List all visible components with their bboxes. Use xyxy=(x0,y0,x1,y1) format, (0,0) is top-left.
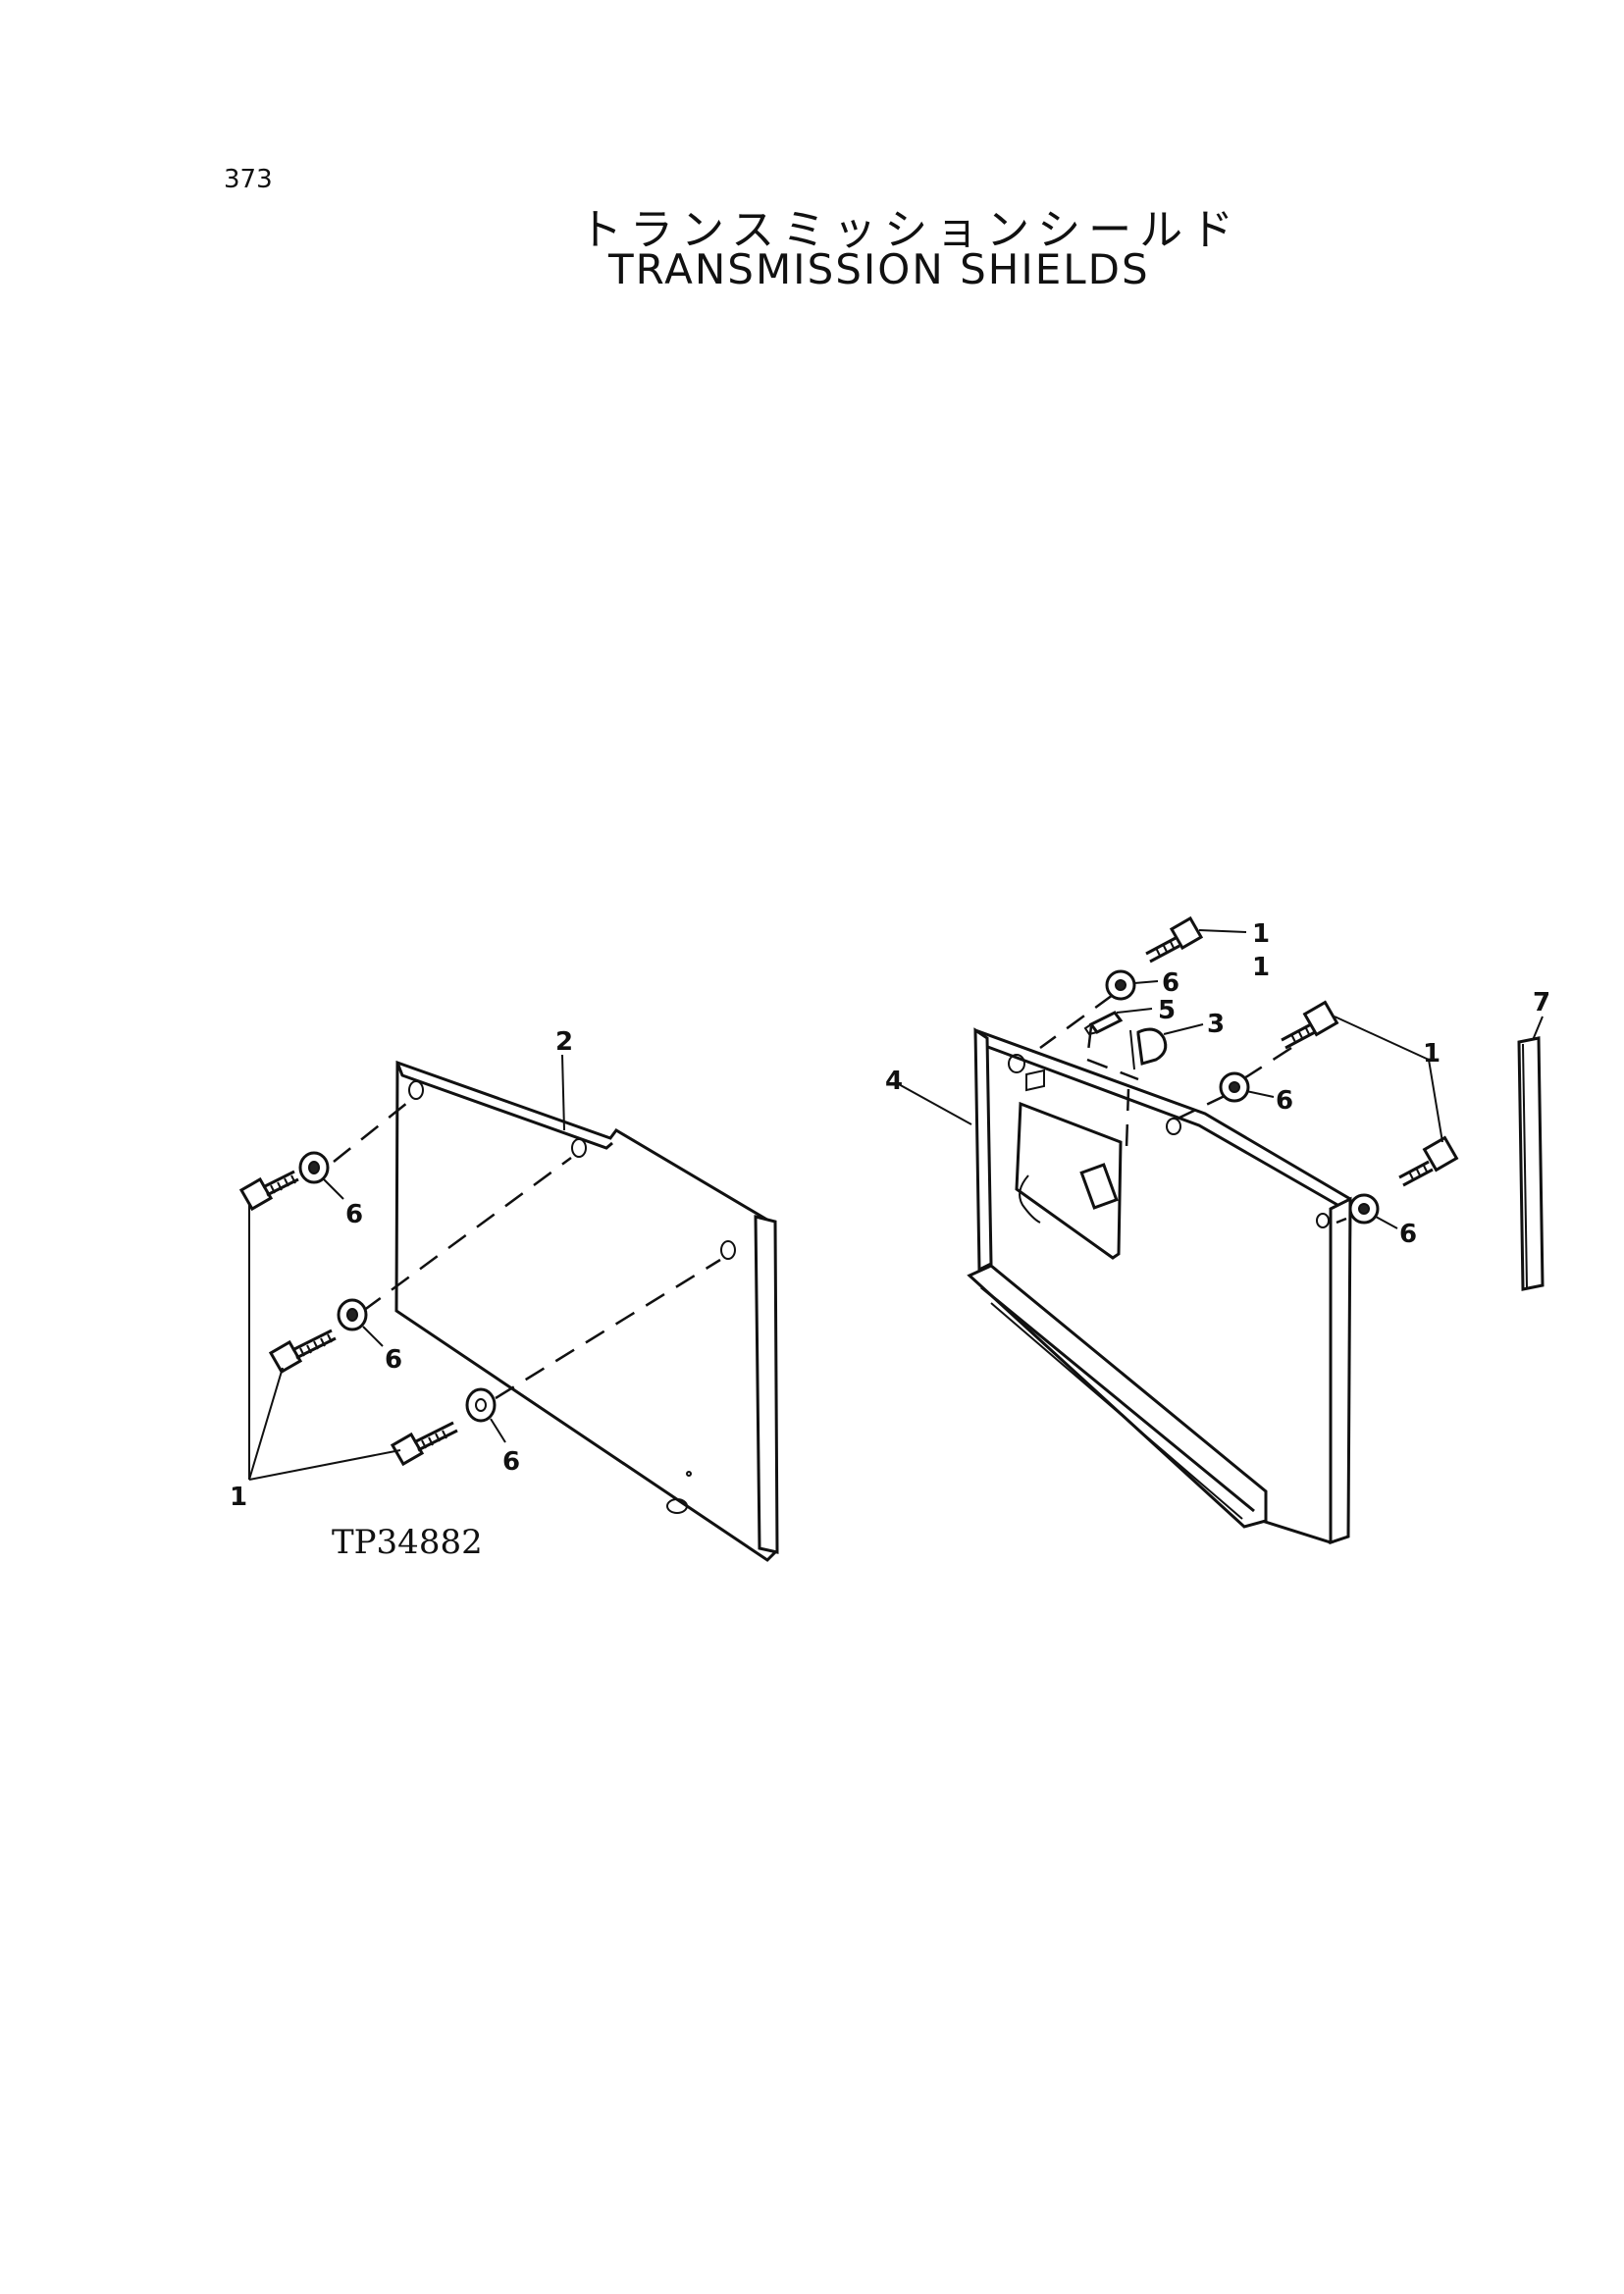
callout-left-bolts: 1 xyxy=(230,1483,247,1512)
callout-right-shield: 4 xyxy=(885,1067,903,1096)
left-shield xyxy=(394,1060,779,1562)
callout-right-stud: 5 xyxy=(1158,996,1176,1025)
right-clip xyxy=(1129,1027,1168,1070)
callout-left-washer-mid: 6 xyxy=(385,1345,402,1375)
callout-right-bolt-top-qty: 1 xyxy=(1252,953,1270,982)
right-bolt-upper xyxy=(1281,1000,1339,1050)
drawing-code: TP34882 xyxy=(332,1523,483,1562)
title-english: TRANSMISSION SHIELDS xyxy=(608,245,1150,293)
left-shield-hole-3 xyxy=(720,1240,736,1260)
right-shield-right-flange xyxy=(1329,1196,1352,1545)
left-assembly-lines xyxy=(333,1098,721,1400)
left-leader-lines xyxy=(248,1054,565,1481)
callout-left-washer-bottom: 6 xyxy=(502,1447,520,1477)
callout-seal-strip: 7 xyxy=(1533,988,1550,1017)
left-shield-hole-2 xyxy=(571,1138,587,1158)
left-washer-bottom xyxy=(465,1387,497,1423)
left-bolt-bottom xyxy=(390,1421,458,1467)
callout-right-clip: 3 xyxy=(1207,1010,1225,1039)
left-bolt-mid xyxy=(268,1329,337,1375)
callout-right-washer-mid: 6 xyxy=(1276,1086,1293,1116)
right-shield-clip-mount xyxy=(1025,1069,1045,1092)
left-bolt-top xyxy=(238,1170,299,1212)
right-shield-handle xyxy=(1019,1174,1041,1224)
callout-right-bolts: 1 xyxy=(1423,1039,1441,1069)
right-shield-latch xyxy=(1079,1163,1119,1210)
left-washers xyxy=(298,1151,497,1423)
callout-right-washer-lower: 6 xyxy=(1399,1220,1417,1249)
right-shield xyxy=(967,1027,1352,1545)
right-bolt-top xyxy=(1145,915,1204,964)
left-shield-notch xyxy=(666,1498,688,1514)
right-shield-access-plate xyxy=(1015,1101,1123,1260)
right-shield-left-flange xyxy=(973,1027,993,1273)
left-shield-rivet xyxy=(686,1471,692,1477)
right-assembly-lines xyxy=(1039,993,1347,1225)
left-shield-flange xyxy=(754,1215,779,1554)
title-japanese: トランスミッションシールド xyxy=(579,205,1242,255)
right-leader-lines xyxy=(896,929,1544,1229)
left-bolts xyxy=(238,1170,458,1467)
left-shield-panel xyxy=(394,1060,777,1562)
callout-right-washer-top: 6 xyxy=(1162,968,1179,998)
page-number: 373 xyxy=(224,165,273,194)
left-shield-hole-1 xyxy=(408,1080,424,1100)
callout-right-bolt-top: 1 xyxy=(1252,919,1270,949)
right-stud xyxy=(1083,1011,1124,1036)
right-bolt-lower xyxy=(1398,1135,1459,1187)
left-shield-top-edge xyxy=(395,1062,613,1150)
callout-left-washer-top: 6 xyxy=(345,1200,363,1229)
callout-left-shield: 2 xyxy=(555,1027,573,1057)
